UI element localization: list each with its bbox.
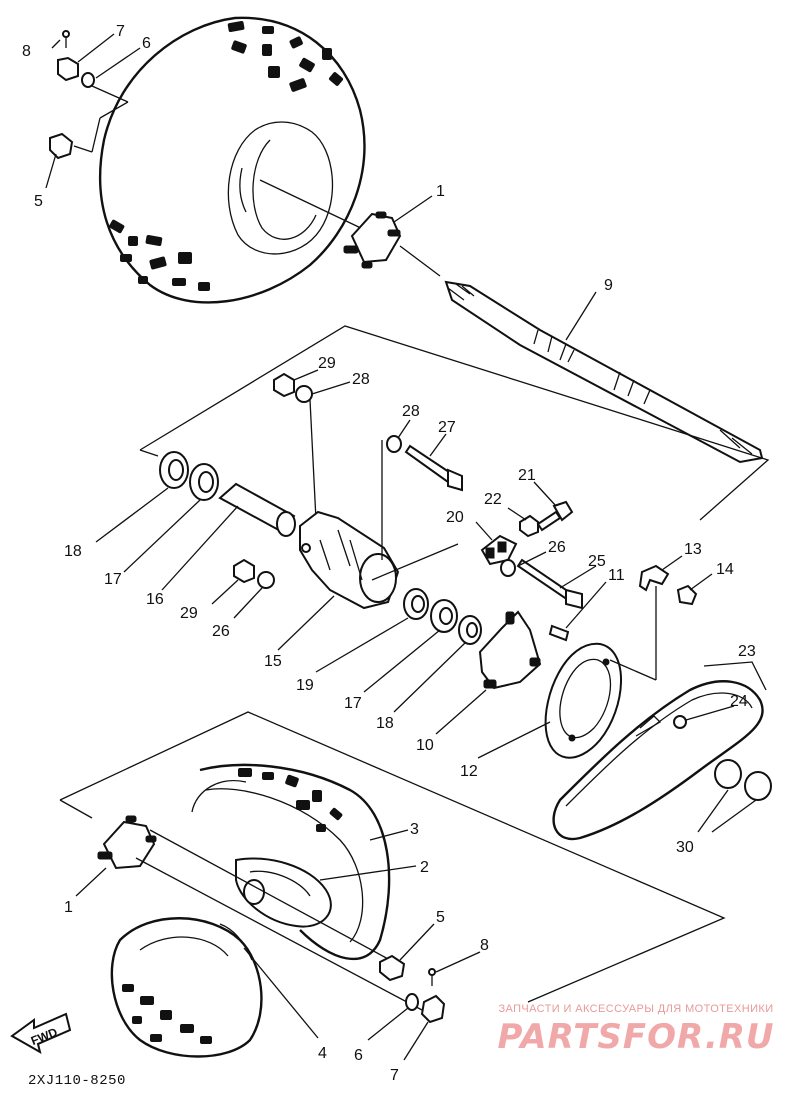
nut-29-low (233, 558, 255, 584)
axle-leader-line (259, 179, 366, 231)
top-nut-set (49, 30, 129, 160)
callout-c30: 30 (676, 839, 694, 856)
watermark-logo: PARTSFOR.RU (497, 1017, 775, 1057)
callout-c22: 22 (484, 491, 502, 508)
callout-c1a: 1 (436, 183, 445, 200)
nut-5-bottom (379, 954, 406, 982)
clamp-20 (480, 534, 518, 566)
callout-c24: 24 (730, 693, 748, 710)
callout-c1b: 1 (64, 899, 73, 916)
top-rear-tire (98, 16, 366, 304)
callout-c4: 4 (318, 1045, 327, 1062)
callout-c6b: 6 (354, 1047, 363, 1064)
callout-c10: 10 (416, 737, 434, 754)
callout-c15: 15 (264, 653, 282, 670)
callout-c14: 14 (716, 561, 734, 578)
bottom-tire-front-half (110, 917, 263, 1058)
callout-c27: 27 (438, 419, 456, 436)
callout-c7a: 7 (116, 23, 125, 40)
hub-bottom-1 (97, 815, 157, 870)
bottom-axle-lines (135, 829, 423, 1011)
callout-c21: 21 (518, 467, 536, 484)
callout-c18a: 18 (64, 543, 82, 560)
callout-c5b: 5 (436, 909, 445, 926)
washer-6-bottom (405, 993, 419, 1011)
diagram-code: 2XJ110-8250 (28, 1073, 126, 1089)
drive-chain-23 (552, 680, 764, 841)
washer-26-low (257, 571, 275, 589)
assembly-frame-middle (139, 325, 770, 521)
callout-c6a: 6 (142, 35, 151, 52)
nut-7-bottom (420, 994, 446, 1024)
seal-19 (403, 588, 429, 620)
hub-10 (478, 610, 542, 690)
rollers-30 (714, 759, 772, 801)
callout-c8b: 8 (480, 937, 489, 954)
callout-c7b: 7 (390, 1067, 399, 1084)
callout-c5a: 5 (34, 193, 43, 210)
callout-c28b: 28 (402, 403, 420, 420)
nut-29-top (273, 372, 317, 521)
bearing-18-right (458, 615, 482, 645)
watermark: ЗАПЧАСТИ И АКСЕССУАРЫ ДЛЯ МОТОТЕХНИКИ PA… (486, 1003, 786, 1057)
sprocket-12 (544, 642, 622, 759)
bottom-tire-3 (191, 763, 391, 961)
pin-8-bottom (428, 968, 436, 986)
callout-c23: 23 (738, 643, 756, 660)
washer-28-bolt (381, 435, 402, 560)
bottom-wheel-rim-2 (235, 857, 332, 928)
callout-c11: 11 (608, 567, 625, 584)
fwd-arrow: FWD (10, 1012, 72, 1055)
hub-top (343, 211, 402, 269)
callout-c28a: 28 (352, 371, 370, 388)
bearing-housing-15 (299, 510, 400, 610)
washer-26-mid (500, 559, 516, 577)
nut-22 (519, 514, 539, 538)
bearing-18-left (159, 451, 189, 489)
bearing-17-right (430, 599, 458, 633)
callout-c16: 16 (146, 591, 164, 608)
callout-c3: 3 (410, 821, 419, 838)
callout-c26b: 26 (212, 623, 230, 640)
callout-c20: 20 (446, 509, 464, 526)
bolt-27 (404, 444, 463, 492)
callout-c8a: 8 (22, 43, 31, 60)
callout-c29b: 29 (180, 605, 198, 622)
callout-c29a: 29 (318, 355, 336, 372)
spacer-16 (218, 482, 296, 537)
callout-c26a: 26 (548, 539, 566, 556)
frame-bottom (59, 711, 726, 1003)
callout-c17b: 17 (344, 695, 362, 712)
bolt-25 (516, 558, 583, 610)
callout-c13: 13 (684, 541, 702, 558)
callout-c25: 25 (588, 553, 606, 570)
bracket-13 (638, 564, 670, 592)
bolt-21 (536, 500, 574, 532)
callout-c2: 2 (420, 859, 429, 876)
chain-link-24 (673, 715, 687, 729)
nut-14 (676, 584, 698, 606)
callout-c17a: 17 (104, 571, 122, 588)
callout-c12: 12 (460, 763, 478, 780)
leader-lines-middle (371, 543, 657, 681)
pin-11 (548, 624, 570, 642)
callout-c9: 9 (604, 277, 613, 294)
callout-c19: 19 (296, 677, 314, 694)
callout-c18b: 18 (376, 715, 394, 732)
bearing-17-left (189, 463, 219, 501)
watermark-tagline: ЗАПЧАСТИ И АКСЕССУАРЫ ДЛЯ МОТОТЕХНИКИ (498, 1003, 774, 1015)
